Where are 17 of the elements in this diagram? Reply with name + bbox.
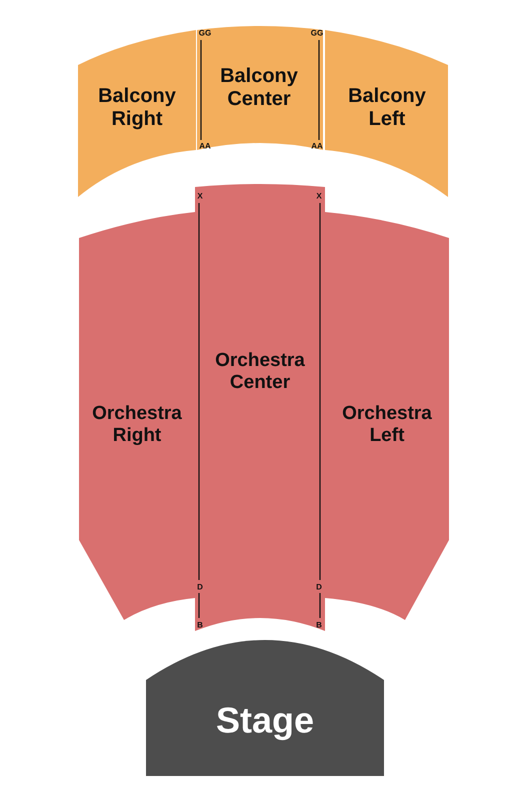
row-label: AA <box>199 142 211 150</box>
section-label: Orchestra Center <box>214 350 306 394</box>
row-label: GG <box>310 28 324 38</box>
row-label: B <box>197 620 203 630</box>
row-label: B <box>316 620 322 630</box>
section-label: Balcony Right <box>97 85 177 131</box>
section-label: Stage <box>214 699 316 741</box>
section-label: Orchestra Right <box>91 403 183 447</box>
row-label: D <box>197 582 203 592</box>
section-label: Orchestra Left <box>341 403 433 447</box>
row-label: GG <box>198 28 212 38</box>
row-label: X <box>316 192 322 200</box>
row-label: AA <box>311 142 323 150</box>
row-label: X <box>197 192 203 200</box>
section-label: Balcony Left <box>347 85 427 131</box>
section-label: Balcony Center <box>219 65 299 111</box>
row-label: D <box>316 582 322 592</box>
